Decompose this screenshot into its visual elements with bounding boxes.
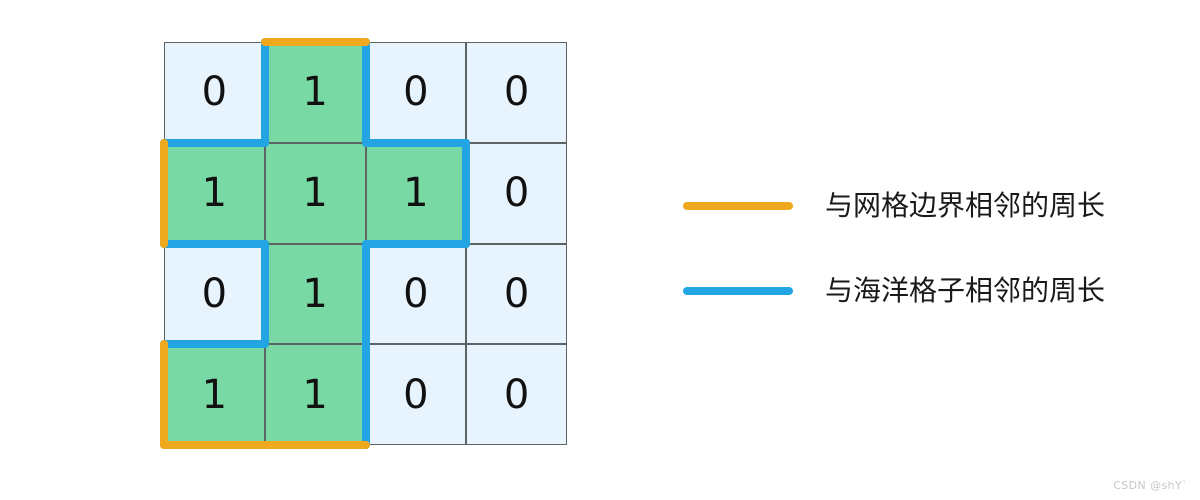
grid-cell-value: 0	[503, 69, 530, 116]
grid-cell-r0-c3: 0	[466, 42, 567, 143]
watermark: CSDN @shY`	[1113, 479, 1188, 492]
grid-cell-value: 1	[201, 371, 228, 418]
perimeter-edge-ocean-r1-c2-top	[361, 138, 471, 147]
grid-cell-value: 0	[503, 270, 530, 317]
grid-cell-value: 0	[503, 170, 530, 217]
legend: 与网格边界相邻的周长 与海洋格子相邻的周长	[683, 185, 1123, 312]
perimeter-edge-ocean-r1-c2-bottom	[361, 239, 471, 248]
grid-cell-value: 1	[403, 170, 429, 217]
grid-cell-r2-c0: 0	[164, 243, 265, 345]
legend-item-boundary: 与网格边界相邻的周长	[683, 185, 1123, 227]
grid-cell-r3-c2: 0	[365, 344, 467, 445]
grid-cell-value: 1	[302, 170, 328, 217]
grid-cell-r0-c0: 0	[164, 42, 265, 143]
grid-cell-value: 0	[403, 69, 429, 116]
grid-cell-r2-c2: 0	[365, 243, 467, 345]
grid-cell-r2-c1: 1	[264, 243, 366, 345]
grid-cell-r3-c0: 1	[164, 344, 265, 445]
legend-swatch-ocean-icon	[683, 287, 793, 295]
perimeter-edge-ocean-r3-c1-right	[361, 340, 370, 449]
perimeter-edge-ocean-r2-c1-right	[361, 239, 370, 349]
grid-cell-value: 0	[403, 371, 429, 418]
grid-cell-value: 1	[302, 69, 328, 116]
grid-cell-r3-c1: 1	[264, 344, 366, 445]
perimeter-edge-ocean-r2-c1-left	[260, 239, 269, 349]
legend-label-boundary: 与网格边界相邻的周长	[825, 189, 1106, 222]
grid-cell-r0-c1: 1	[264, 42, 366, 143]
perimeter-edge-boundary-r3-c0-bottom	[160, 441, 269, 449]
grid-cell-value: 0	[201, 270, 228, 317]
perimeter-edge-boundary-r3-c1-bottom	[260, 441, 370, 449]
grid-cell-r1-c2: 1	[365, 142, 467, 244]
grid-cell-value: 0	[201, 69, 228, 116]
grid-cell-value: 1	[201, 170, 228, 217]
legend-label-ocean: 与海洋格子相邻的周长	[825, 274, 1106, 307]
perimeter-edge-ocean-r3-c0-top	[160, 340, 269, 349]
perimeter-edge-boundary-r0-c1-top	[260, 38, 370, 46]
grid-cell-r2-c3: 0	[466, 243, 567, 345]
grid-cell-r1-c3: 0	[466, 142, 567, 244]
legend-swatch-boundary-icon	[683, 202, 793, 210]
perimeter-edge-boundary-r1-c0-left	[160, 138, 168, 248]
perimeter-edge-ocean-r0-c1-left	[260, 38, 269, 147]
perimeter-edge-ocean-r1-c0-bottom	[160, 239, 269, 248]
perimeter-edge-ocean-r0-c1-right	[361, 38, 370, 147]
perimeter-edge-boundary-r3-c0-left	[160, 340, 168, 449]
grid-cell-r1-c1: 1	[264, 142, 366, 244]
grid-cell-value: 1	[302, 371, 328, 418]
grid-cell-r1-c0: 1	[164, 142, 265, 244]
island-grid: 0 1 0 0 1 1 1 0 0 1 0 0 1 1 0 0	[160, 38, 567, 449]
perimeter-edge-ocean-r1-c2-right	[462, 138, 471, 248]
grid-cell-r0-c2: 0	[365, 42, 467, 143]
grid-cell-r3-c3: 0	[466, 344, 567, 445]
grid-cell-value: 0	[503, 371, 530, 418]
legend-item-ocean: 与海洋格子相邻的周长	[683, 270, 1123, 312]
grid-cell-value: 1	[302, 270, 328, 317]
perimeter-edge-ocean-r1-c0-top	[160, 138, 269, 147]
grid-cell-value: 0	[403, 270, 429, 317]
